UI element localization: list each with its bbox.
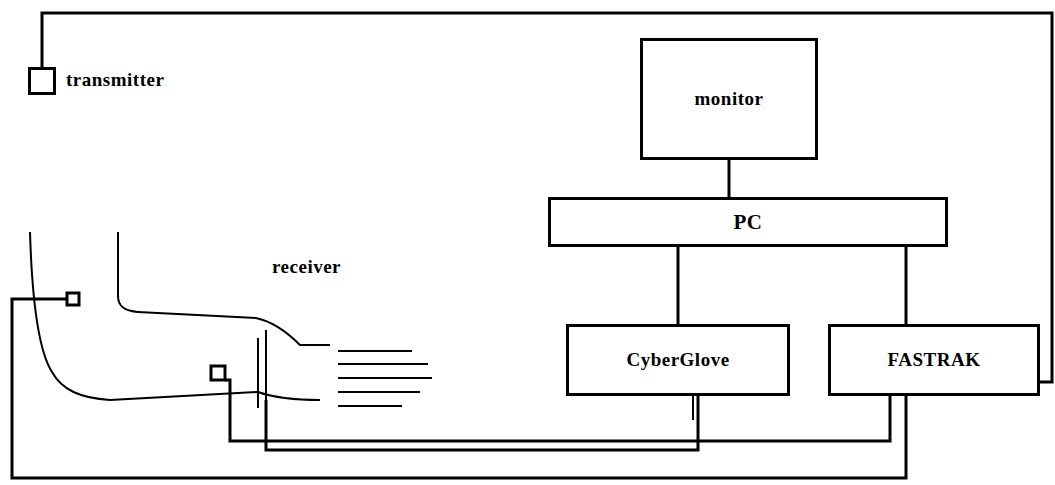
glove-wire <box>266 396 698 450</box>
node-label: FASTRAK <box>888 349 981 371</box>
monitor-box: monitor <box>640 38 818 160</box>
pc-box: PC <box>548 197 948 247</box>
tracker-box: FASTRAK <box>828 324 1040 396</box>
glove-cuff <box>257 338 259 408</box>
receiver-sensor <box>67 293 225 380</box>
wires <box>12 299 906 478</box>
transmitter-square <box>28 67 56 95</box>
arm-upper-edge <box>118 232 256 318</box>
connector <box>906 247 907 324</box>
receiver-wire <box>225 380 890 441</box>
transmitter-unit: transmitter <box>28 62 198 98</box>
hand-edge <box>256 318 330 345</box>
receiver-wire <box>12 299 906 478</box>
node-label: CyberGlove <box>626 349 729 371</box>
connector <box>678 247 679 324</box>
glove-interface-box: CyberGlove <box>566 324 790 396</box>
node-label: PC <box>734 210 763 235</box>
connector <box>729 160 730 197</box>
glove-cuff <box>265 330 267 400</box>
glove-wire <box>692 396 694 420</box>
arm-lower-edge <box>30 232 258 400</box>
node-label: monitor <box>695 88 764 110</box>
fingers <box>338 351 432 406</box>
hand-edge <box>258 392 320 400</box>
node-label: transmitter <box>66 69 164 91</box>
part-label: receiver <box>272 256 341 278</box>
